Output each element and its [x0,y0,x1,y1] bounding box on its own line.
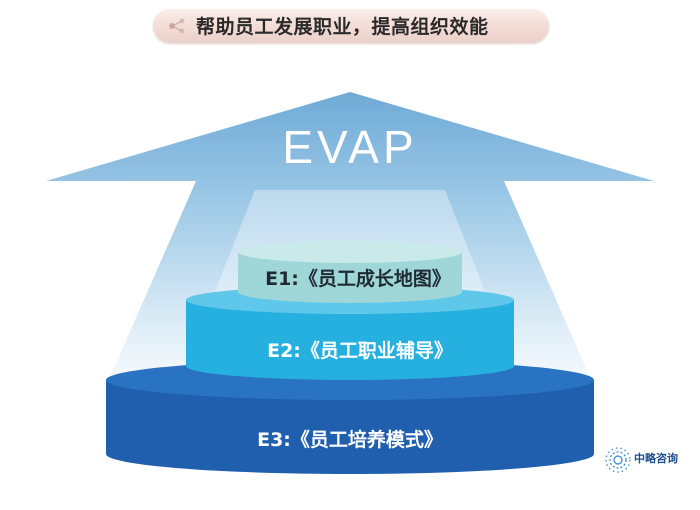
tier-1-disc [238,241,462,303]
network-icon [169,18,185,34]
tier-3-label: E3:《员工培养模式》 [257,429,443,451]
arrow-title: EVAP [282,121,417,173]
title-banner [153,9,549,43]
tier-2-label: E2:《员工职业辅导》 [267,340,453,362]
banner-title: 帮助员工发展职业，提高组织效能 [196,16,489,38]
tier-1-label: E1:《员工成长地图》 [265,268,451,290]
company-logo [605,447,631,473]
logo-name: 中略咨询 [634,452,678,465]
